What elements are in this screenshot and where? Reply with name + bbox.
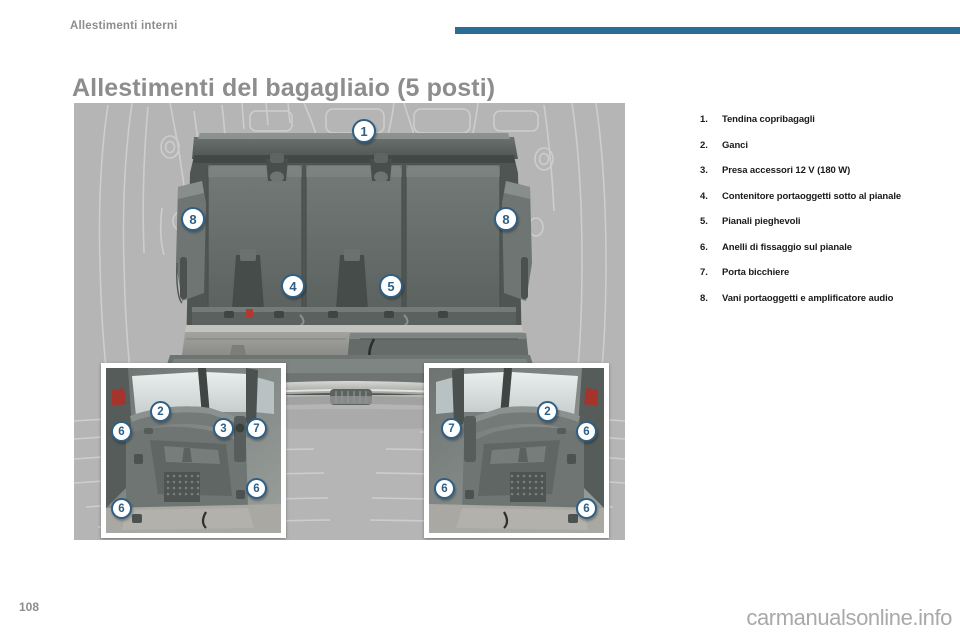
legend-label: Pianali pieghevoli bbox=[722, 216, 801, 228]
inset-left-callout-3[interactable]: 3 bbox=[213, 418, 234, 439]
legend-label: Vani portaoggetti e amplificatore audio bbox=[722, 292, 894, 304]
legend-label: Tendina copribagagli bbox=[722, 114, 815, 125]
legend-label: Porta bicchiere bbox=[722, 267, 790, 279]
callout-8-left[interactable]: 8 bbox=[181, 207, 205, 231]
legend-number: 4. bbox=[700, 190, 708, 202]
luggage-compartment-illustration: 1 8 8 4 5 bbox=[74, 103, 625, 540]
legend-item-4: 4. Contenitore portaoggetti sotto al pia… bbox=[700, 190, 960, 202]
inset-left-callout-6-c[interactable]: 6 bbox=[111, 498, 132, 519]
legend-number: 6. bbox=[700, 241, 708, 253]
legend-label: Presa accessori 12 V (180 W) bbox=[722, 165, 851, 177]
legend-number: 1. bbox=[700, 114, 708, 125]
callout-1[interactable]: 1 bbox=[352, 119, 376, 143]
inset-right-callout-6-a[interactable]: 6 bbox=[576, 421, 597, 442]
legend-item-8: 8. Vani portaoggetti e amplificatore aud… bbox=[700, 292, 960, 304]
site-watermark: carmanualsonline.info bbox=[746, 605, 952, 630]
inset-left-callout-6-a[interactable]: 6 bbox=[111, 421, 132, 442]
inset-left-callout-7[interactable]: 7 bbox=[246, 418, 267, 439]
callout-5[interactable]: 5 bbox=[379, 274, 403, 298]
section-header: Allestimenti interni bbox=[70, 20, 178, 32]
page-number: 108 bbox=[19, 600, 40, 614]
legend-item-2: 2. Ganci bbox=[700, 139, 960, 151]
legend-item-7: 7. Porta bicchiere bbox=[700, 267, 960, 279]
legend-item-5: 5. Pianali pieghevoli bbox=[700, 216, 960, 228]
page-title: Allestimenti del bagagliaio (5 posti) bbox=[72, 73, 496, 102]
header-rule bbox=[455, 27, 960, 34]
inset-photo-left: 2 6 3 7 6 6 bbox=[101, 363, 286, 538]
inset-right-artwork bbox=[429, 368, 604, 533]
legend-item-3: 3. Presa accessori 12 V (180 W) bbox=[700, 165, 960, 177]
legend-label: Anelli di fissaggio sul pianale bbox=[722, 241, 852, 253]
inset-right-callout-7[interactable]: 7 bbox=[441, 418, 462, 439]
legend-item-1: 1. Tendina copribagagli bbox=[700, 114, 960, 125]
legend-number: 3. bbox=[700, 165, 708, 177]
legend-number: 7. bbox=[700, 267, 708, 279]
inset-left-callout-6-b[interactable]: 6 bbox=[246, 478, 267, 499]
inset-left-artwork bbox=[106, 368, 281, 533]
legend-number: 5. bbox=[700, 216, 708, 228]
inset-photo-right: 2 6 7 6 6 bbox=[424, 363, 609, 538]
inset-right-callout-2[interactable]: 2 bbox=[537, 401, 558, 422]
legend-label: Ganci bbox=[722, 139, 748, 151]
inset-right-callout-6-c[interactable]: 6 bbox=[576, 498, 597, 519]
legend-label: Contenitore portaoggetti sotto al pianal… bbox=[722, 190, 902, 202]
inset-left-callout-2[interactable]: 2 bbox=[150, 401, 171, 422]
inset-right-callout-6-b[interactable]: 6 bbox=[434, 478, 455, 499]
legend-item-6: 6. Anelli di fissaggio sul pianale bbox=[700, 241, 960, 253]
legend-number: 2. bbox=[700, 139, 708, 151]
legend-number: 8. bbox=[700, 292, 708, 304]
legend-list: 1. Tendina copribagagli 2. Ganci 3. Pres… bbox=[660, 114, 960, 319]
callout-8-right[interactable]: 8 bbox=[494, 207, 518, 231]
callout-4[interactable]: 4 bbox=[281, 274, 305, 298]
